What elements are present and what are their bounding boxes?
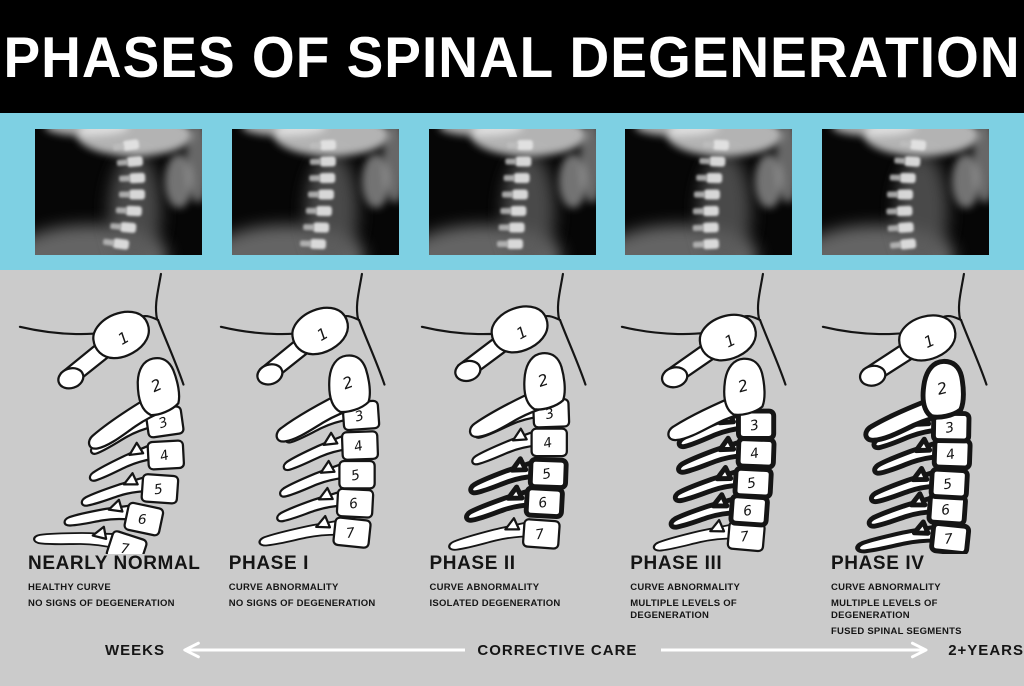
poster-title: PHASES OF SPINAL DEGENERATION [3, 24, 1021, 89]
phase-description-line: MULTIPLE LEVELS OF DEGENERATION [630, 597, 737, 621]
svg-text:4: 4 [541, 435, 553, 452]
svg-text:6: 6 [742, 503, 753, 520]
phase-description-line: CURVE ABNORMALITY [831, 582, 941, 593]
phase-label: PHASE IV [831, 553, 925, 574]
timeline-corrective-care-label: CORRECTIVE CARE [477, 641, 638, 659]
xray-image-phase-1 [231, 128, 399, 255]
svg-text:5: 5 [746, 475, 757, 492]
phase-description-line: NO SIGNS OF DEGENERATION [28, 597, 175, 609]
phase-label: PHASE I [228, 553, 309, 574]
arrow-left-icon [183, 641, 466, 659]
xray-image-phase-4 [822, 128, 989, 255]
timeline: WEEKS CORRECTIVE CARE 2+YEARS [0, 640, 1024, 660]
phase-description: CURVE ABNORMALITY ISOLATED DEGENERATION [430, 582, 582, 610]
svg-text:7: 7 [534, 526, 545, 543]
phase-description-line: ISOLATED DEGENERATION [429, 597, 561, 609]
svg-text:6: 6 [537, 495, 548, 512]
svg-text:7: 7 [740, 529, 751, 546]
phase-description-line: NO SIGNS OF DEGENERATION [228, 597, 376, 609]
svg-text:5: 5 [541, 466, 552, 483]
svg-text:3: 3 [353, 408, 366, 426]
svg-text:2: 2 [935, 378, 949, 399]
header: PHASES OF SPINAL DEGENERATION [0, 0, 1024, 113]
svg-text:6: 6 [940, 502, 951, 519]
xray-image-nearly-normal [35, 128, 202, 255]
xray-image-phase-2 [428, 128, 596, 255]
phase-description-line: FUSED SPINAL SEGMENTS [831, 625, 962, 637]
svg-text:4: 4 [352, 438, 364, 456]
svg-text:5: 5 [349, 467, 361, 484]
svg-text:4: 4 [945, 446, 956, 463]
svg-text:3: 3 [944, 419, 956, 436]
svg-text:3: 3 [749, 417, 761, 434]
timeline-weeks-label: WEEKS [105, 641, 166, 659]
phase-description-line: CURVE ABNORMALITY [228, 582, 339, 593]
svg-text:3: 3 [543, 406, 555, 424]
timeline-years-label: 2+YEARS [948, 641, 1024, 659]
arrow-right-icon [661, 641, 928, 659]
phase-description: CURVE ABNORMALITY MULTIPLE LEVELS OF DEG… [831, 582, 983, 638]
svg-text:6: 6 [348, 496, 359, 513]
svg-text:7: 7 [120, 541, 131, 554]
phase-description-line: HEALTHY CURVE [28, 582, 111, 593]
phase-description: CURVE ABNORMALITY NO SIGNS OF DEGENERATI… [229, 582, 381, 610]
phase-description: CURVE ABNORMALITY MULTIPLE LEVELS OF DEG… [630, 582, 782, 622]
phase-description: HEALTHY CURVE NO SIGNS OF DEGENERATION [28, 582, 180, 610]
phase-label: PHASE II [429, 553, 516, 574]
svg-text:7: 7 [943, 531, 954, 548]
svg-text:5: 5 [942, 476, 953, 493]
xray-band [0, 113, 1024, 270]
phase-label: NEARLY NORMAL [28, 553, 201, 574]
phase-description-line: MULTIPLE LEVELS OF DEGENERATION [831, 597, 938, 621]
svg-text:6: 6 [138, 512, 147, 528]
phase-description-line: CURVE ABNORMALITY [429, 582, 540, 593]
phase-description-line: CURVE ABNORMALITY [630, 582, 741, 593]
xray-image-phase-3 [625, 128, 793, 255]
svg-text:5: 5 [153, 481, 164, 498]
svg-text:4: 4 [158, 447, 171, 465]
svg-text:4: 4 [749, 445, 760, 462]
svg-text:7: 7 [345, 525, 356, 542]
phase-label: PHASE III [630, 553, 723, 574]
